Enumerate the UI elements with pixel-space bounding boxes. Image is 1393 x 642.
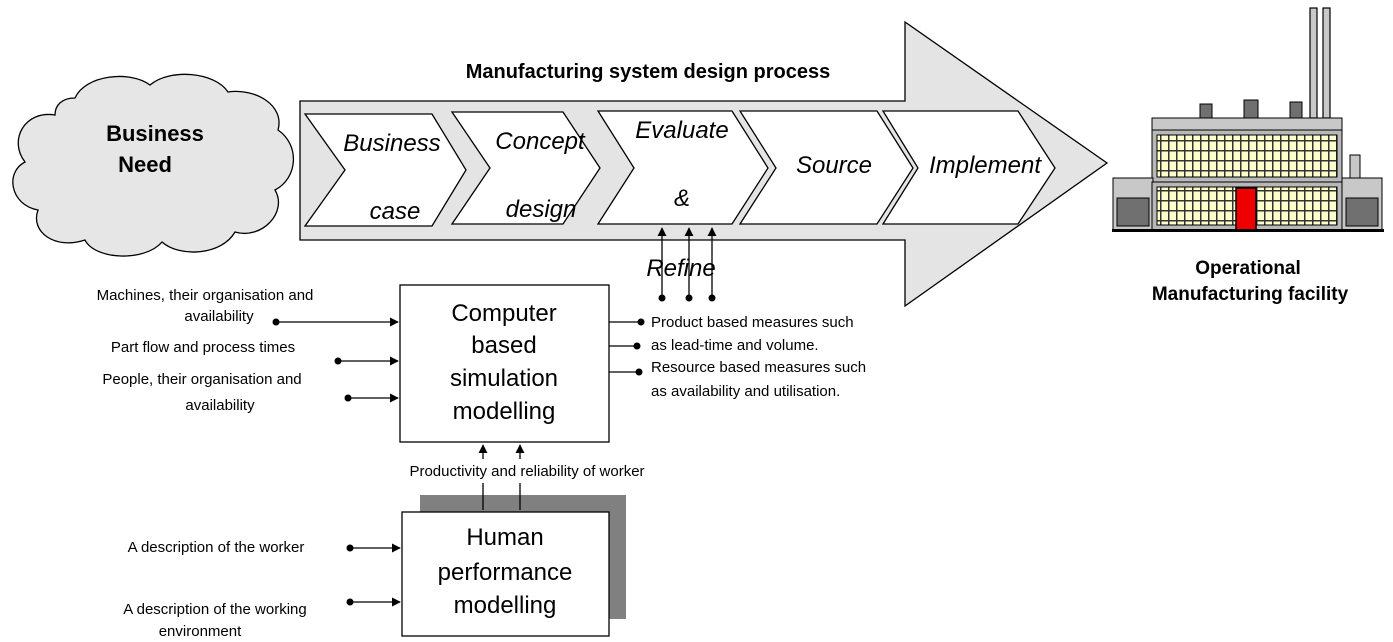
stage-source: Source [738,110,914,225]
process-title: Manufacturing system design process [466,61,831,83]
stage-implement-label: Implement [929,152,1042,179]
stage-business-case-label-2: case [370,198,421,225]
feedback-arrows [657,227,717,302]
input-worker-label: A description of the worker [128,539,305,556]
simulation-label-3: simulation [450,365,558,392]
input-partflow-label: Part flow and process times [111,339,295,356]
input-machines-label-2: availability [184,308,254,325]
human-to-simulation-links: Productivity and reliability of worker [360,444,690,510]
stage-evaluate-refine: Evaluate & Refine [596,110,769,282]
input-people-label-1: People, their organisation and [102,371,301,388]
cloud-label-2: Need [118,152,172,177]
simulation-label-4: modelling [453,398,556,425]
output-product-label-2: as lead-time and volume. [651,337,819,354]
input-people-label-2: availability [185,397,255,414]
human-label-2: performance [438,559,573,586]
input-environment-label-1: A description of the working [123,601,306,618]
output-resource-label-2: as availability and utilisation. [651,383,840,400]
human-box: Human performance modelling [401,495,626,637]
simulation-box: Computer based simulation modelling [399,284,610,443]
stage-source-label: Source [796,152,872,179]
input-environment-label-2: environment [159,623,242,640]
simulation-label-2: based [471,332,536,359]
stage-concept-design-label-1: Concept [495,128,586,155]
facility-label-2: Manufacturing facility [1152,284,1349,305]
stage-implement: Implement [881,110,1056,225]
stage-evaluate-label-1: Evaluate [635,117,728,144]
stage-business-case-label-1: Business [343,130,440,157]
human-label-1: Human [466,524,543,551]
human-inputs: A description of the worker A descriptio… [123,539,401,640]
cloud-label-1: Business [106,121,204,146]
output-product-label-1: Product based measures such [651,314,854,331]
stage-evaluate-label-2: & [674,185,690,212]
simulation-outputs: Product based measures such as lead-time… [609,314,866,400]
human-label-3: modelling [454,592,557,619]
stage-concept-design-label-2: design [506,196,577,223]
input-machines-label-1: Machines, their organisation and [97,287,314,304]
facility-label-1: Operational [1195,258,1301,279]
stage-evaluate-label-3: Refine [646,255,715,282]
factory-icon [1112,7,1384,232]
simulation-inputs: Machines, their organisation and availab… [97,287,399,414]
simulation-label-1: Computer [451,300,556,327]
output-resource-label-1: Resource based measures such [651,359,866,376]
stage-concept-design: Concept design [450,111,601,225]
link-label: Productivity and reliability of worker [409,463,644,480]
business-need-cloud: Business Need [12,73,295,257]
stage-business-case: Business case [303,113,467,227]
